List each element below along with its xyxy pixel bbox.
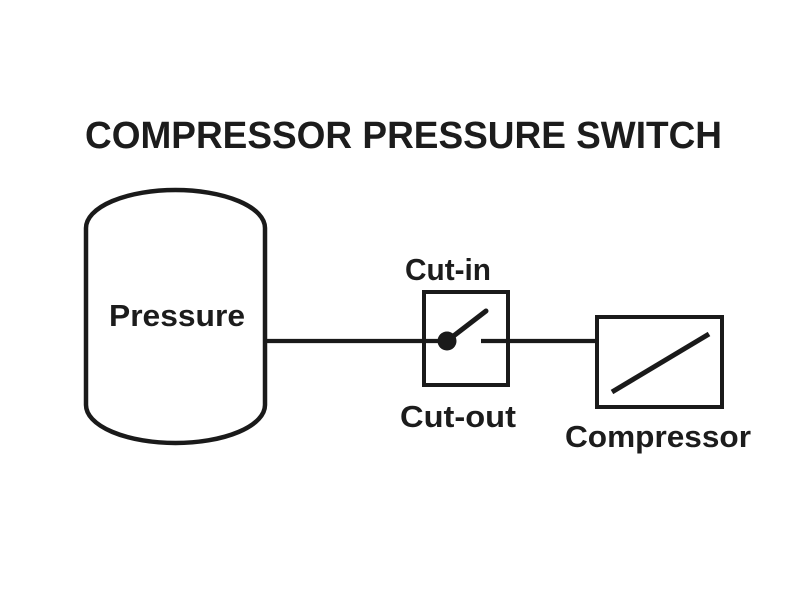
pressure-switch: Cut-in Cut-out xyxy=(400,252,516,434)
compressor-label: Compressor xyxy=(565,419,751,454)
switch-cut-out-label: Cut-out xyxy=(400,399,516,434)
compressor-box-shape xyxy=(595,315,724,409)
pressure-tank: Pressure xyxy=(83,187,268,446)
tank-outline-shape xyxy=(83,187,268,446)
switch-cut-in-label: Cut-in xyxy=(405,252,491,287)
switch-box-shape xyxy=(422,290,510,387)
tank-label: Pressure xyxy=(109,298,245,333)
compressor-diagonal-symbol xyxy=(610,331,711,395)
switch-open-contact-arm xyxy=(444,308,489,344)
compressor: Compressor xyxy=(565,315,751,454)
page-title: COMPRESSOR PRESSURE SWITCH xyxy=(85,115,722,157)
